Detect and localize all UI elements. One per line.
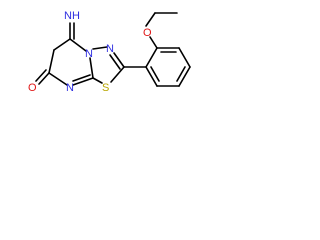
bond-n8-c8a bbox=[72, 77, 94, 86]
bond-n4-c5 bbox=[69, 38, 87, 52]
bond-n8-c8a-double bbox=[72, 74, 91, 82]
bond-ph-1 bbox=[145, 47, 158, 68]
bond-ph-inner-2 bbox=[176, 66, 186, 82]
atom-label-n-thiadiazole: N bbox=[106, 43, 114, 55]
bond-ph-o bbox=[149, 36, 158, 49]
bond-ph-3 bbox=[178, 47, 191, 68]
atom-label-n-pyrimidine: N bbox=[66, 82, 74, 94]
bond-carbonyl-1 bbox=[38, 72, 50, 85]
bond-ph-inner-3 bbox=[150, 66, 160, 82]
atom-label-o-carbonyl: O bbox=[28, 82, 37, 94]
bond-c5-ch2 bbox=[53, 38, 71, 51]
bond-n3-c2 bbox=[113, 52, 125, 68]
bond-c8a-n4 bbox=[89, 57, 94, 79]
structure-canvas: NH N N N O S O bbox=[0, 0, 217, 144]
bond-n4-n3 bbox=[92, 46, 108, 50]
molecule-structure: NH N N N O S O bbox=[28, 10, 191, 94]
bond-ph-4 bbox=[178, 66, 191, 87]
atom-label-o-ether: O bbox=[143, 27, 152, 39]
bond-o-ch2 bbox=[145, 12, 156, 27]
bond-c7-n8 bbox=[48, 72, 68, 86]
atom-label-imine: NH bbox=[64, 10, 80, 22]
bond-n3-c2-double bbox=[109, 54, 121, 70]
bond-carbonyl-2 bbox=[35, 69, 47, 82]
bond-s1-c8a bbox=[92, 77, 103, 84]
bond-c2-s1 bbox=[110, 66, 125, 83]
bond-ch2-c7 bbox=[48, 49, 55, 74]
atom-label-n-bridge: N bbox=[85, 48, 93, 60]
atom-label-s-ring: S bbox=[102, 82, 109, 94]
bond-ph-6 bbox=[145, 66, 158, 87]
